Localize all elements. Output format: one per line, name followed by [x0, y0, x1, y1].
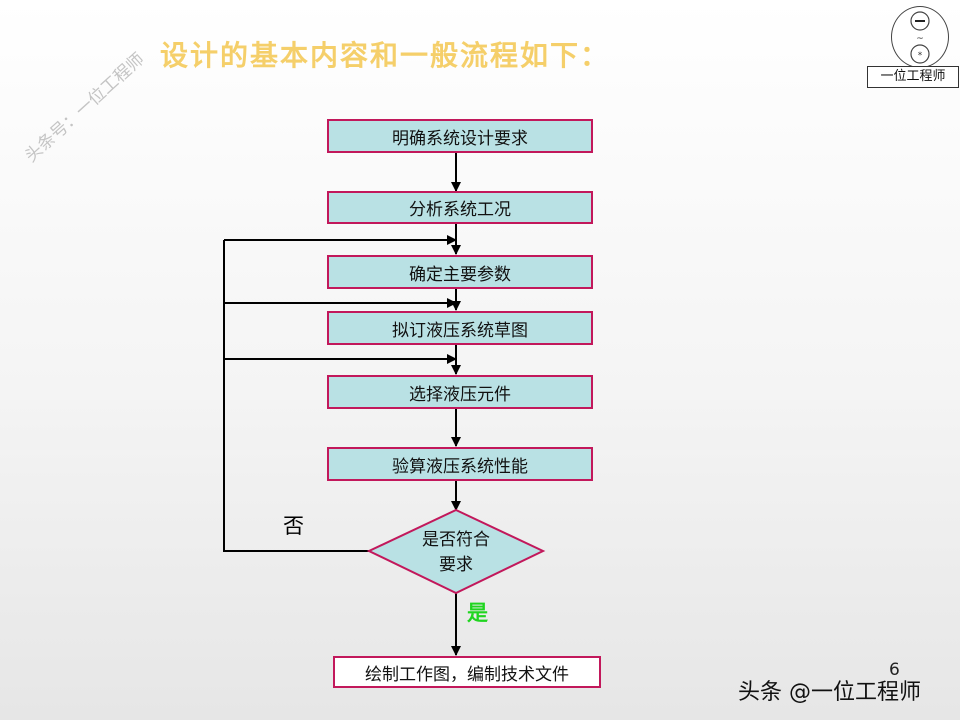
no-label: 否 [283, 514, 304, 538]
svg-text:~: ~ [916, 34, 924, 44]
footer-watermark: 头条 @一位工程师 [738, 680, 921, 705]
step-5: 选择液压元件 [327, 375, 593, 409]
yes-label: 是 [467, 600, 488, 625]
slide-title: 设计的基本内容和一般流程如下： [160, 39, 611, 72]
decision-line-2: 要求 [439, 555, 473, 575]
decision-text: 是否符合 要求 [395, 528, 517, 578]
decision-diamond [366, 508, 546, 595]
logo: ~ * 一位工程师 [867, 2, 959, 88]
feedback-line [223, 240, 370, 552]
step-2: 分析系统工况 [327, 191, 593, 224]
logo-seal-icon: ~ * [891, 6, 949, 68]
step-3: 确定主要参数 [327, 255, 593, 289]
svg-text:*: * [918, 51, 923, 61]
decision-line-1: 是否符合 [422, 530, 490, 550]
step-4: 拟订液压系统草图 [327, 311, 593, 345]
page-number: 6 [889, 660, 900, 680]
final-step: 绘制工作图，编制技术文件 [333, 656, 601, 688]
step-1: 明确系统设计要求 [327, 119, 593, 153]
logo-label: 一位工程师 [867, 66, 959, 88]
step-6: 验算液压系统性能 [327, 447, 593, 481]
